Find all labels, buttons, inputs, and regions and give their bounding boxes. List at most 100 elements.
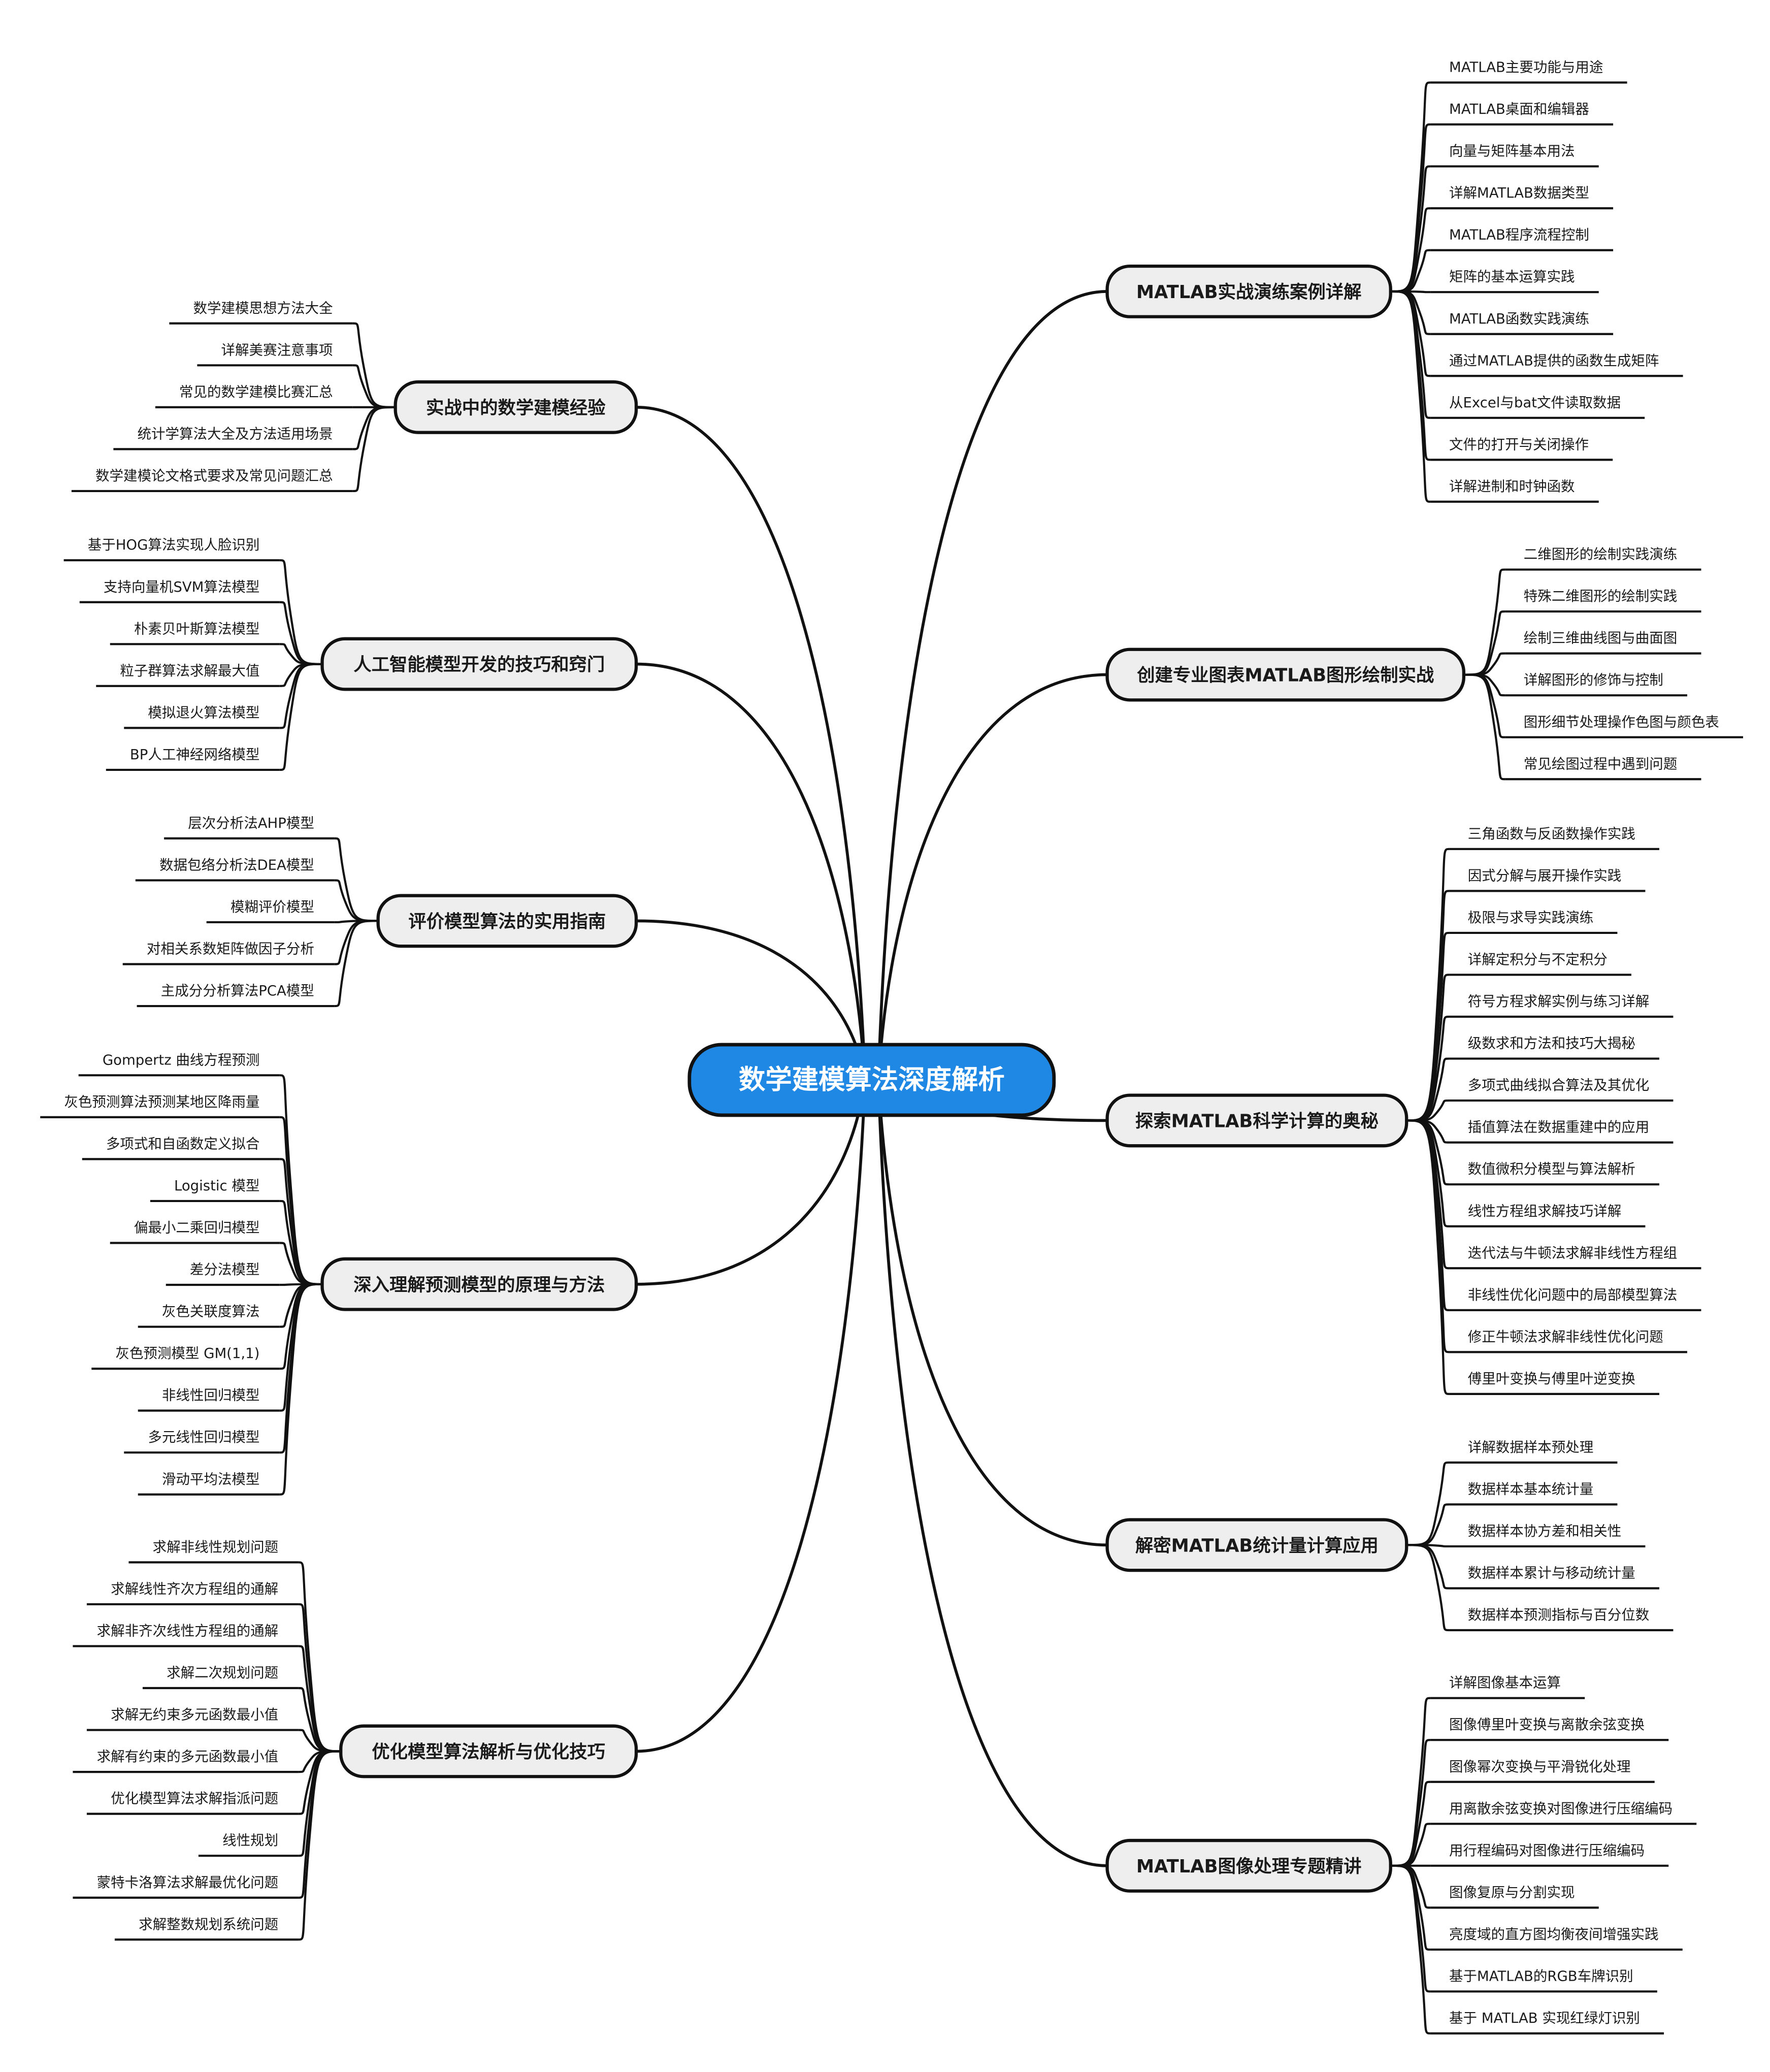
leaf-node-label[interactable]: 求解非齐次线性方程组的通解 <box>97 1623 279 1639</box>
leaf-node-label[interactable]: 基于 MATLAB 实现红绿灯识别 <box>1449 2010 1640 2026</box>
leaf-node-label[interactable]: 基于MATLAB的RGB车牌识别 <box>1449 1968 1633 1985</box>
leaf-node-label[interactable]: 常见绘图过程中遇到问题 <box>1524 756 1678 772</box>
leaf-node-label[interactable]: 非线性回归模型 <box>162 1387 260 1404</box>
leaf-node-label[interactable]: 符号方程求解实例与练习详解 <box>1468 993 1650 1010</box>
leaf-node-label[interactable]: 非线性优化问题中的局部模型算法 <box>1468 1287 1678 1303</box>
leaf-node[interactable]: 求解无约束多元函数最小值 <box>86 1707 299 1731</box>
leaf-node-label[interactable]: 求解线性齐次方程组的通解 <box>111 1581 278 1597</box>
leaf-node-label[interactable]: 详解定积分与不定积分 <box>1468 951 1608 967</box>
leaf-node-label[interactable]: 迭代法与牛顿法求解非线性方程组 <box>1468 1245 1678 1261</box>
leaf-node-label[interactable]: 朴素贝叶斯算法模型 <box>134 621 260 637</box>
leaf-node-label[interactable]: 数学建模思想方法大全 <box>193 300 333 316</box>
leaf-node-label[interactable]: 亮度域的直方图均衡夜间增强实践 <box>1449 1926 1658 1942</box>
leaf-node[interactable]: 数据样本预测指标与百分位数 <box>1449 1607 1674 1632</box>
leaf-node[interactable]: 多元线性回归模型 <box>124 1429 280 1454</box>
branch-node-box[interactable] <box>394 380 638 434</box>
branch-node[interactable]: 人工智能模型开发的技巧和窍门 <box>320 637 638 691</box>
leaf-node[interactable]: 朴素贝叶斯算法模型 <box>110 621 280 645</box>
branch-node-box[interactable] <box>1105 1838 1392 1893</box>
leaf-node-label[interactable]: 数值微积分模型与算法解析 <box>1468 1161 1635 1177</box>
leaf-node[interactable]: 求解线性齐次方程组的通解 <box>86 1581 299 1606</box>
leaf-node-label[interactable]: 详解美赛注意事项 <box>221 342 333 358</box>
leaf-node-label[interactable]: 向量与矩阵基本用法 <box>1449 143 1575 159</box>
leaf-node[interactable]: 图像幂次变换与平滑锐化处理 <box>1430 1759 1655 1783</box>
leaf-node-label[interactable]: 求解整数规划系统问题 <box>139 1916 278 1932</box>
leaf-node[interactable]: 基于HOG算法实现人脸识别 <box>63 537 280 562</box>
leaf-node-label[interactable]: 灰色预测算法预测某地区降雨量 <box>64 1094 259 1110</box>
leaf-node-label[interactable]: BP人工神经网络模型 <box>130 747 259 763</box>
leaf-node-label[interactable]: MATLAB程序流程控制 <box>1449 227 1589 243</box>
leaf-node-label[interactable]: 用离散余弦变换对图像进行压缩编码 <box>1449 1800 1673 1817</box>
leaf-node[interactable]: 傅里叶变换与傅里叶逆变换 <box>1449 1371 1659 1395</box>
leaf-node-label[interactable]: 数学建模论文格式要求及常见问题汇总 <box>95 468 333 484</box>
leaf-node[interactable]: 灰色预测算法预测某地区降雨量 <box>40 1094 280 1118</box>
leaf-node-label[interactable]: 详解图形的修饰与控制 <box>1524 672 1663 688</box>
leaf-node-label[interactable]: 数据样本预测指标与百分位数 <box>1468 1607 1650 1623</box>
leaf-node[interactable]: 三角函数与反函数操作实践 <box>1449 826 1659 850</box>
leaf-node[interactable]: 详解美赛注意事项 <box>197 342 353 367</box>
leaf-node[interactable]: 灰色预测模型 GM(1,1) <box>91 1345 280 1370</box>
leaf-node[interactable]: 求解非齐次线性方程组的通解 <box>73 1623 299 1647</box>
leaf-node[interactable]: 求解二次规划问题 <box>142 1665 299 1690</box>
leaf-node[interactable]: 支持向量机SVM算法模型 <box>79 579 280 603</box>
leaf-node[interactable]: 用行程编码对图像进行压缩编码 <box>1430 1842 1669 1867</box>
leaf-node-label[interactable]: 多项式和自函数定义拟合 <box>106 1136 260 1152</box>
leaf-node[interactable]: 矩阵的基本运算实践 <box>1430 269 1599 294</box>
leaf-node-label[interactable]: 滑动平均法模型 <box>162 1471 260 1487</box>
branch-node-box[interactable] <box>1105 264 1392 318</box>
leaf-node[interactable]: 主成分分析算法PCA模型 <box>137 983 335 1008</box>
leaf-node[interactable]: 数据样本累计与移动统计量 <box>1449 1565 1659 1590</box>
leaf-node-label[interactable]: Gompertz 曲线方程预测 <box>103 1052 260 1068</box>
leaf-node[interactable]: 因式分解与展开操作实践 <box>1449 867 1646 892</box>
branch-node[interactable]: 评价模型算法的实用指南 <box>376 894 638 948</box>
leaf-node[interactable]: 用离散余弦变换对图像进行压缩编码 <box>1430 1800 1697 1825</box>
leaf-node[interactable]: 常见的数学建模比赛汇总 <box>155 384 353 408</box>
leaf-node[interactable]: 从Excel与bat文件读取数据 <box>1430 395 1645 419</box>
leaf-node-label[interactable]: 对相关系数矩阵做因子分析 <box>147 941 314 957</box>
leaf-node-label[interactable]: 求解有约束的多元函数最小值 <box>97 1749 279 1765</box>
leaf-node-label[interactable]: 特殊二维图形的绘制实践 <box>1524 588 1678 604</box>
leaf-node-label[interactable]: 蒙特卡洛算法求解最优化问题 <box>97 1874 279 1891</box>
root-node[interactable]: 数学建模算法深度解析 <box>687 1043 1056 1117</box>
branch-node[interactable]: 实战中的数学建模经验 <box>394 380 638 434</box>
leaf-node-label[interactable]: 灰色关联度算法 <box>162 1304 260 1320</box>
leaf-node[interactable]: 向量与矩阵基本用法 <box>1430 143 1599 168</box>
branch-node-box[interactable] <box>320 637 638 691</box>
leaf-node[interactable]: 详解定积分与不定积分 <box>1449 951 1631 976</box>
leaf-node[interactable]: 蒙特卡洛算法求解最优化问题 <box>73 1874 299 1899</box>
leaf-node-label[interactable]: 多元线性回归模型 <box>148 1429 259 1445</box>
leaf-node[interactable]: 绘制三维曲线图与曲面图 <box>1505 630 1701 655</box>
leaf-node[interactable]: Logistic 模型 <box>150 1178 280 1203</box>
leaf-node-label[interactable]: 通过MATLAB提供的函数生成矩阵 <box>1449 352 1659 369</box>
branch-node-box[interactable] <box>320 1257 638 1311</box>
leaf-node-label[interactable]: 主成分分析算法PCA模型 <box>161 983 314 999</box>
leaf-node[interactable]: 线性方程组求解技巧详解 <box>1449 1203 1646 1227</box>
leaf-node[interactable]: 偏最小二乘回归模型 <box>110 1220 280 1244</box>
leaf-node-label[interactable]: 插值算法在数据重建中的应用 <box>1468 1119 1650 1136</box>
leaf-node-label[interactable]: 数据包络分析法DEA模型 <box>159 857 314 873</box>
leaf-node[interactable]: 图形细节处理操作色图与颜色表 <box>1505 714 1743 738</box>
leaf-node-label[interactable]: 详解数据样本预处理 <box>1468 1439 1594 1455</box>
leaf-node-label[interactable]: Logistic 模型 <box>174 1178 259 1194</box>
leaf-node[interactable]: 二维图形的绘制实践演练 <box>1505 546 1701 571</box>
leaf-node-label[interactable]: 偏最小二乘回归模型 <box>134 1220 260 1236</box>
leaf-node[interactable]: 统计学算法大全及方法适用场景 <box>113 426 353 450</box>
leaf-node-label[interactable]: 级数求和方法和技巧大揭秘 <box>1468 1035 1635 1052</box>
branch-node[interactable]: MATLAB图像处理专题精讲 <box>1105 1838 1392 1893</box>
leaf-node-label[interactable]: 修正牛顿法求解非线性优化问题 <box>1468 1329 1663 1345</box>
leaf-node[interactable]: 极限与求导实践演练 <box>1449 910 1618 934</box>
leaf-node-label[interactable]: 优化模型算法求解指派问题 <box>111 1791 278 1807</box>
leaf-node[interactable]: MATLAB桌面和编辑器 <box>1430 101 1614 126</box>
leaf-node-label[interactable]: 基于HOG算法实现人脸识别 <box>88 537 260 553</box>
leaf-node[interactable]: 层次分析法AHP模型 <box>164 815 335 839</box>
leaf-node-label[interactable]: 数据样本累计与移动统计量 <box>1468 1565 1635 1581</box>
leaf-node[interactable]: 特殊二维图形的绘制实践 <box>1505 588 1701 613</box>
leaf-node[interactable]: 详解进制和时钟函数 <box>1430 478 1599 503</box>
leaf-node-label[interactable]: 图形细节处理操作色图与颜色表 <box>1524 714 1719 730</box>
leaf-node[interactable]: 图像傅里叶变换与离散余弦变换 <box>1430 1717 1669 1741</box>
root-node-box[interactable] <box>687 1043 1056 1117</box>
leaf-node[interactable]: 数据样本基本统计量 <box>1449 1481 1618 1506</box>
leaf-node[interactable]: 迭代法与牛顿法求解非线性方程组 <box>1449 1245 1701 1270</box>
leaf-node-label[interactable]: 线性规划 <box>222 1832 278 1849</box>
leaf-node[interactable]: 对相关系数矩阵做因子分析 <box>122 941 335 965</box>
